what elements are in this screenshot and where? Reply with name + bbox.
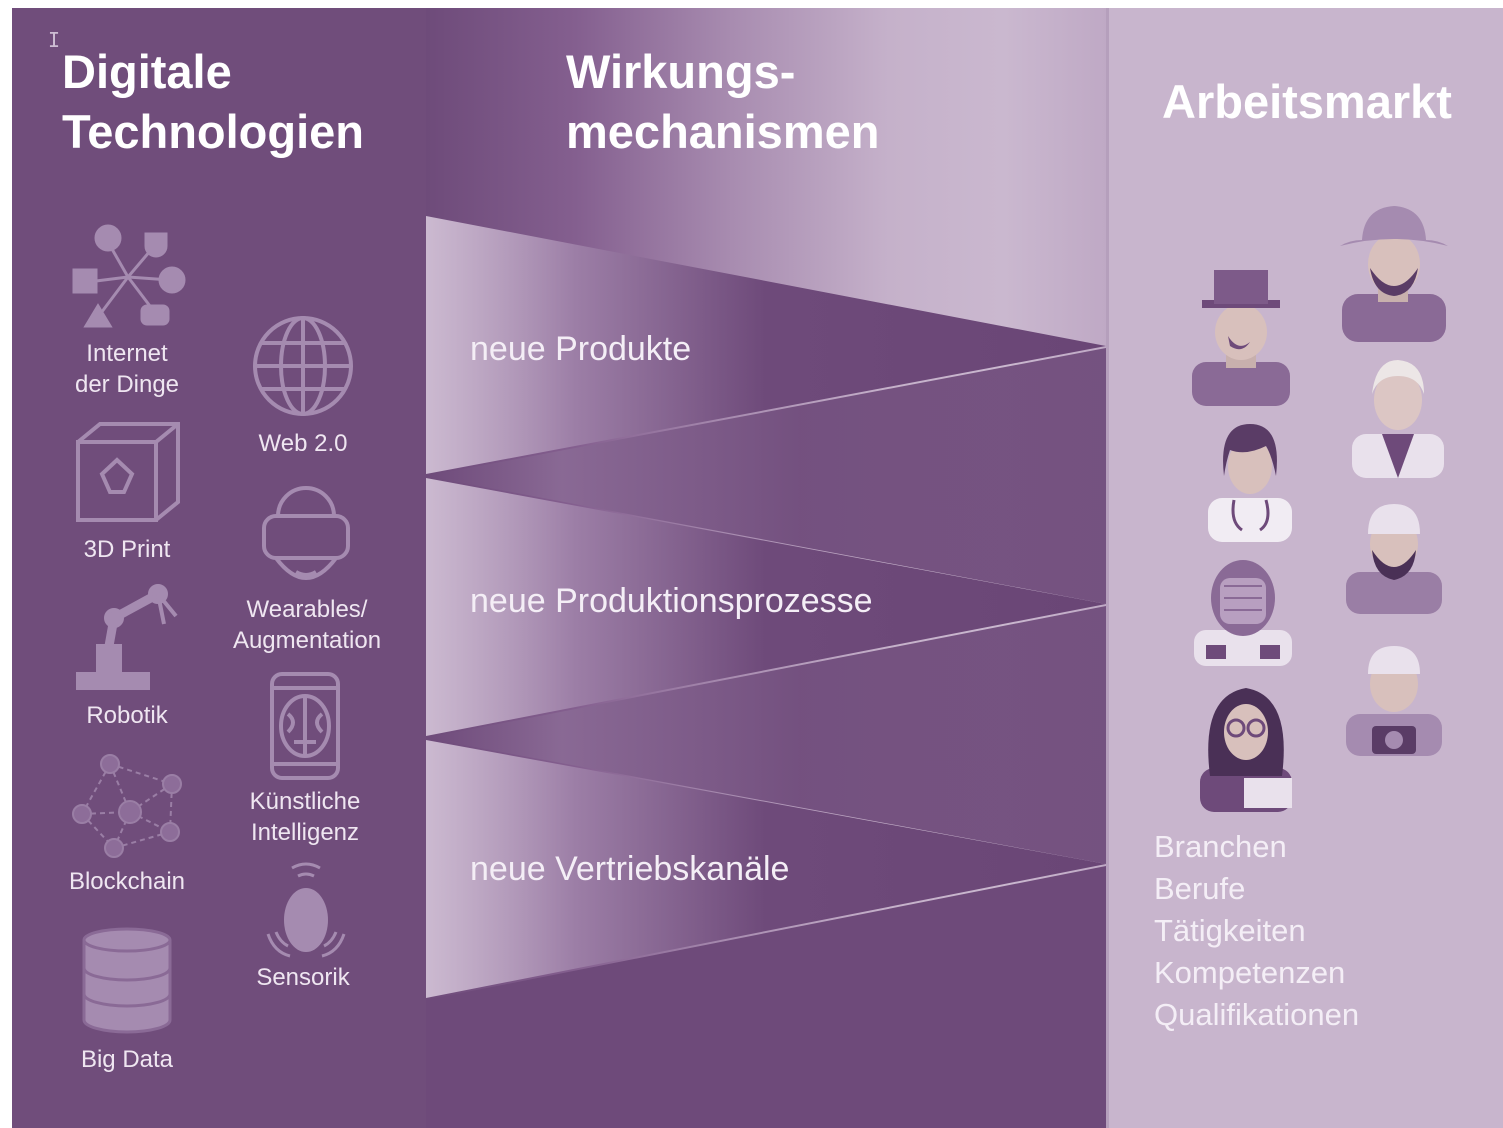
database-icon — [82, 927, 172, 1034]
technologies-heading: Digitale Technologien — [62, 45, 365, 158]
globe-icon — [253, 316, 353, 416]
tech-label-bigdata: Big Data — [80, 1046, 174, 1073]
category-qualifikationen: Qualifikationen — [1154, 997, 1360, 1032]
category-taetigkeiten: Tätigkeiten — [1154, 913, 1306, 948]
wedge-bottom — [426, 866, 1106, 1128]
doctor-icon — [1208, 424, 1292, 542]
wedge-vertriebskanaele — [426, 740, 1106, 998]
text-cursor-icon: I — [48, 28, 61, 52]
sensor-icon — [266, 862, 346, 958]
category-branchen: Branchen — [1154, 829, 1287, 864]
farmer-icon — [1340, 206, 1448, 342]
tech-label-sensorik: Sensorik — [256, 964, 350, 991]
mechanism-label-produkte: neue Produkte — [470, 330, 692, 368]
blockchain-network-icon — [72, 754, 182, 858]
wedge-produkte — [426, 216, 1106, 474]
tech-label-blockchain: Blockchain — [68, 868, 186, 895]
category-berufe: Berufe — [1154, 871, 1246, 906]
wedge-produktionsprozesse — [426, 478, 1106, 736]
labor-market-heading: Arbeitsmarkt — [1162, 75, 1452, 128]
diagram-slide: I Digitale Technologien Wirkungs- mechan… — [12, 8, 1503, 1128]
mechanism-funnel-shapes — [426, 216, 1106, 1128]
technologies-panel — [12, 8, 426, 1128]
category-kompetenzen: Kompetenzen — [1154, 955, 1346, 990]
labor-market-categories: Branchen Berufe Tätigkeiten Kompetenzen … — [1154, 826, 1359, 1036]
office-woman-icon — [1200, 688, 1292, 812]
labor-market-panel — [1106, 8, 1503, 1128]
welder-icon — [1194, 560, 1292, 666]
mechanism-label-vertriebskanaele: neue Vertriebskanäle — [470, 850, 790, 888]
tech-label-wearables: Wearables/Augmentation — [232, 596, 382, 654]
mechanism-label-produktionsprozesse: neue Produktionsprozesse — [470, 582, 873, 620]
robot-arm-icon — [76, 584, 178, 690]
3d-print-cube-icon — [76, 422, 180, 522]
worker-icon — [1346, 504, 1442, 614]
vr-headset-icon — [262, 486, 350, 580]
tech-label-web: Web 2.0 — [258, 430, 348, 457]
wedge-back-1 — [426, 348, 1106, 604]
photographer-icon — [1346, 646, 1442, 756]
chimney-sweep-icon — [1192, 270, 1290, 406]
elderly-man-icon — [1352, 360, 1444, 478]
tech-label-3dprint: 3D Print — [83, 536, 171, 563]
tech-label-robotik: Robotik — [86, 702, 168, 729]
ai-brain-phone-icon — [270, 672, 340, 780]
mechanisms-heading: Wirkungs- mechanismen — [566, 45, 880, 158]
iot-network-icon — [72, 224, 186, 328]
wedge-back-2 — [426, 606, 1106, 864]
